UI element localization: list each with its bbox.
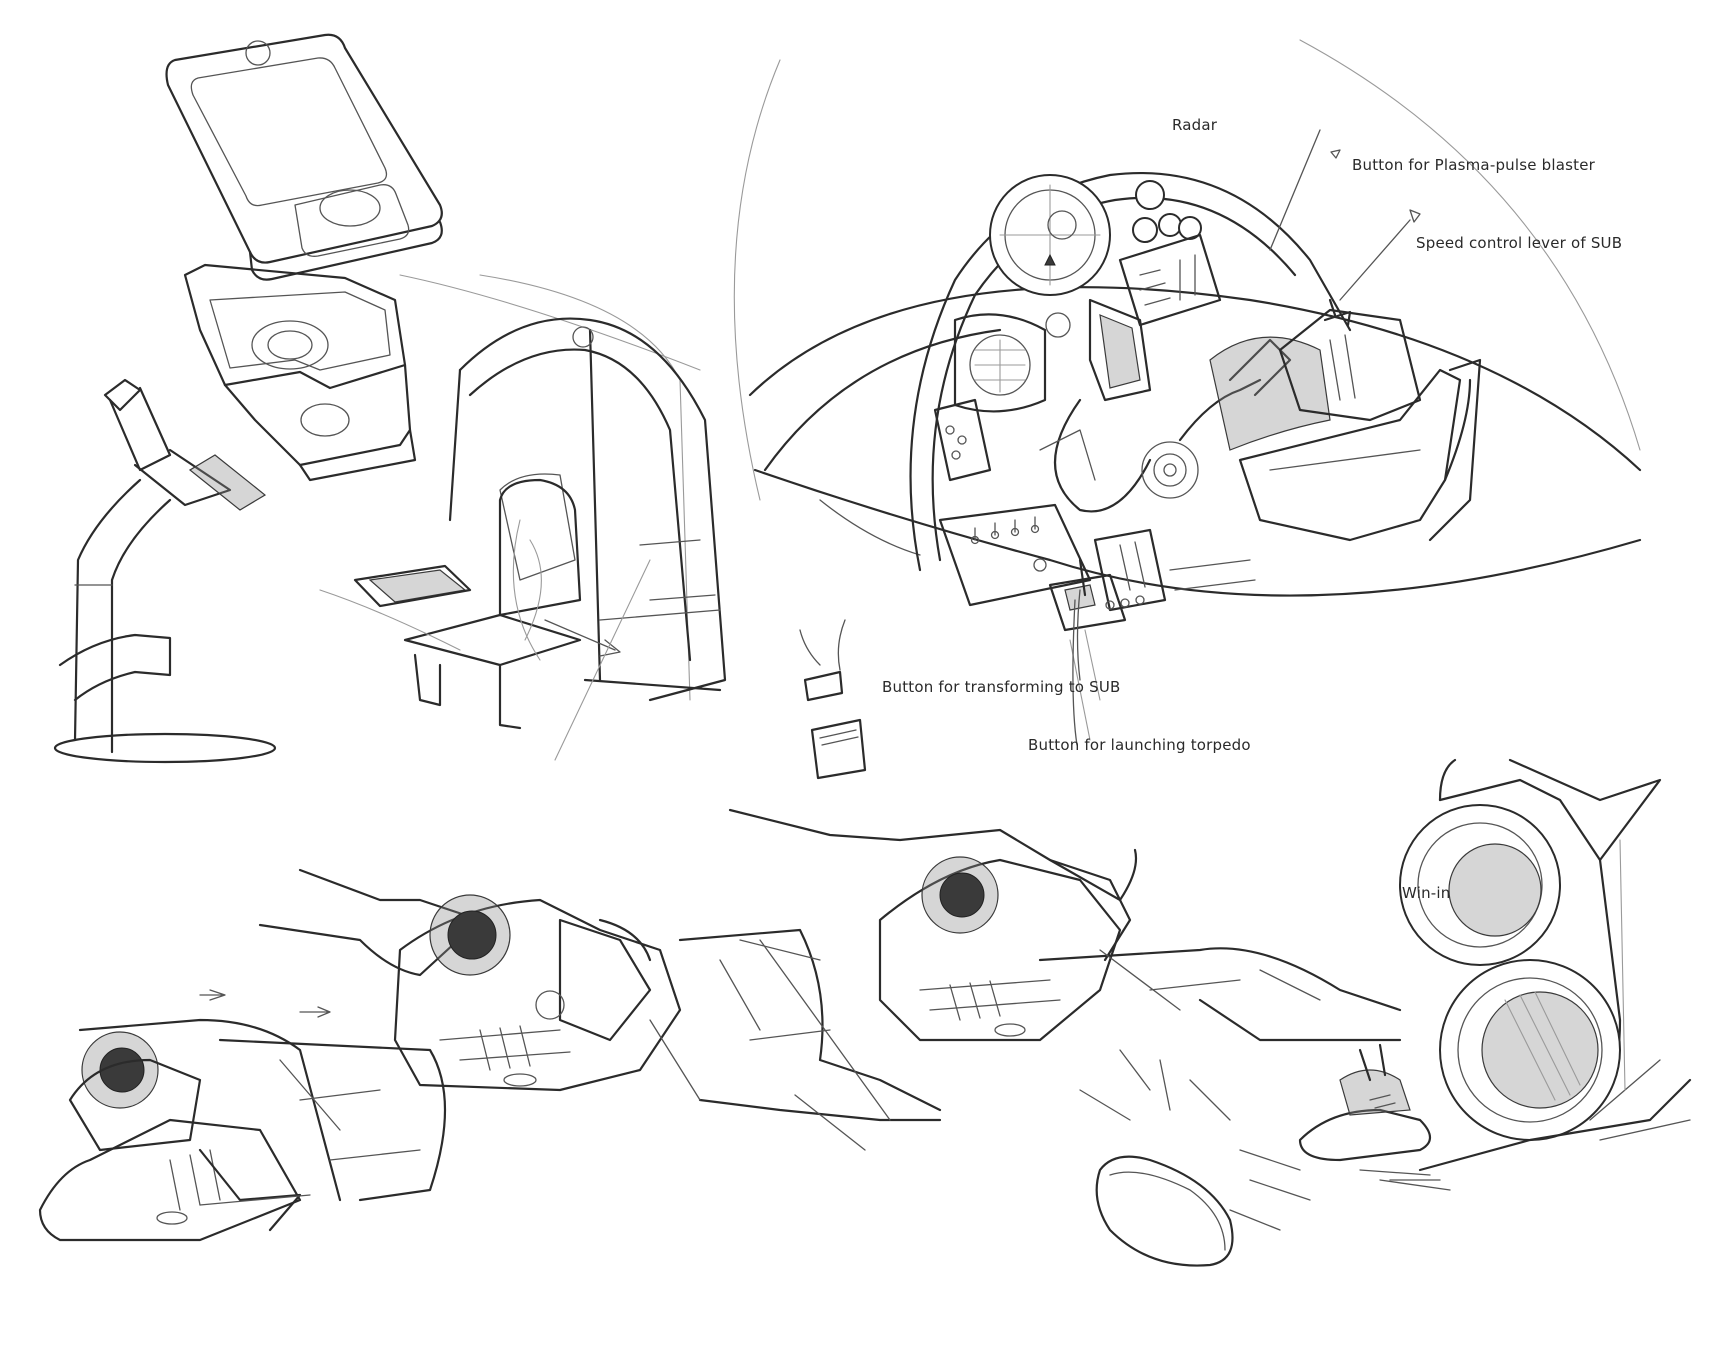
mini-sub-launch-sketch	[1079, 1043, 1451, 1267]
annotation-leaders	[1072, 589, 1081, 746]
handheld-device-sketch	[165, 33, 443, 281]
transform-button-label: Button for transforming to SUB	[882, 678, 1121, 696]
mount-post-sketch	[53, 378, 277, 764]
sub-cockpit-sketch	[733, 39, 1642, 741]
vehicle-stage-2	[258, 868, 942, 1122]
device-holder-sketch	[183, 263, 417, 482]
launch-tube-sketch	[1399, 758, 1692, 1172]
latch-parts-sketch	[799, 619, 867, 780]
flying-vehicle-sequence	[38, 808, 1402, 1242]
arched-cockpit-sketch	[319, 274, 727, 761]
vehicle-stage-3	[728, 808, 1402, 1042]
torpedo-button-label: Button for launching torpedo	[1028, 736, 1251, 754]
win-in-label: Win-in	[1402, 884, 1451, 902]
plasma-button-label: Button for Plasma-pulse blaster	[1352, 156, 1596, 174]
speed-lever-label: Speed control lever of SUB	[1416, 234, 1623, 252]
vehicle-stage-1	[38, 1018, 447, 1242]
radar-label: Radar	[1172, 116, 1218, 134]
